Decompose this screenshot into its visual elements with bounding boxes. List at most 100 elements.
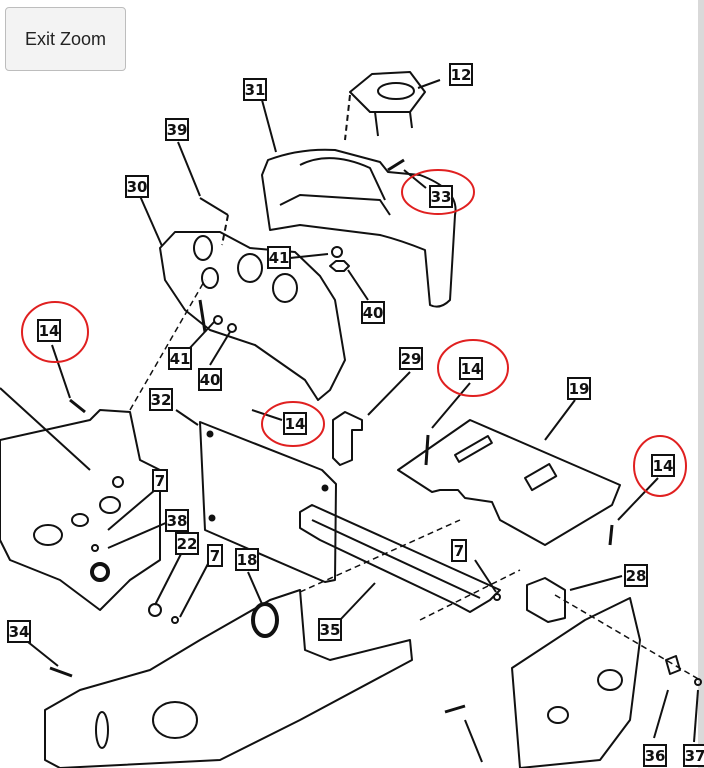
callout-number: 29	[401, 350, 422, 368]
red-highlight-circles	[21, 169, 687, 497]
leader-arrows	[0, 79, 699, 763]
callout-label: 34	[7, 620, 31, 643]
part-floor-plate	[397, 419, 621, 546]
callout-box	[318, 618, 342, 641]
highlight-circle	[633, 435, 687, 497]
callout-box	[207, 544, 223, 567]
callout-number: 28	[626, 567, 647, 585]
callout-label: 32	[149, 388, 173, 411]
part-knob-cap	[377, 82, 415, 100]
callout-box	[651, 454, 675, 477]
callout-number: 14	[653, 457, 674, 475]
page-edge	[698, 0, 704, 768]
callout-number: 37	[685, 747, 704, 765]
callout-number: 30	[127, 178, 148, 196]
callout-box	[567, 377, 591, 400]
part-instrument-panel	[159, 231, 346, 401]
callout-number: 18	[237, 551, 258, 569]
part-bracket	[332, 411, 363, 466]
part-base-frame	[44, 589, 413, 768]
callout-label: 14	[651, 454, 675, 477]
highlight-circle	[21, 301, 89, 363]
callout-label: 41	[168, 347, 192, 370]
callout-box	[235, 548, 259, 571]
callout-label: 29	[399, 347, 423, 370]
callout-box	[198, 368, 222, 391]
callout-label: 41	[267, 246, 291, 269]
callout-number: 31	[245, 81, 266, 99]
part-knob	[349, 71, 426, 113]
callout-label: 28	[624, 564, 648, 587]
callout-number: 34	[9, 623, 30, 641]
callout-label: 14	[459, 357, 483, 380]
highlight-circle	[261, 401, 325, 447]
callout-number: 40	[200, 371, 221, 389]
callout-label: 7	[152, 469, 168, 492]
callout-box	[267, 246, 291, 269]
callout-number: 39	[167, 121, 188, 139]
callout-number: 14	[285, 415, 306, 433]
callout-number: 7	[454, 542, 464, 560]
callout-box	[361, 301, 385, 324]
callout-box	[37, 319, 61, 342]
callout-number: 19	[569, 380, 590, 398]
callout-box	[429, 185, 453, 208]
callout-label: 38	[165, 509, 189, 532]
callout-box	[125, 175, 149, 198]
callout-label: 7	[451, 539, 467, 562]
callout-label: 14	[283, 412, 307, 435]
callout-label: 37	[683, 744, 704, 767]
callout-box	[149, 388, 173, 411]
part-channel	[299, 504, 501, 613]
callout-number: 12	[451, 66, 472, 84]
highlight-circle	[401, 169, 475, 215]
callout-label: 36	[643, 744, 667, 767]
callout-box	[283, 412, 307, 435]
callout-box	[459, 357, 483, 380]
callout-box	[175, 532, 199, 555]
callout-box	[7, 620, 31, 643]
callout-number: 35	[320, 621, 341, 639]
callout-box	[449, 63, 473, 86]
diagram-parts	[0, 71, 702, 768]
callout-number: 14	[461, 360, 482, 378]
callout-number: 22	[177, 535, 198, 553]
callout-label: 40	[198, 368, 222, 391]
callout-box	[243, 78, 267, 101]
callout-box	[165, 118, 189, 141]
callout-number: 36	[645, 747, 666, 765]
callout-number: 32	[151, 391, 172, 409]
callout-label: 33	[429, 185, 453, 208]
callout-number: 14	[39, 322, 60, 340]
part-plate	[199, 421, 337, 583]
callout-label: 39	[165, 118, 189, 141]
callout-label: 35	[318, 618, 342, 641]
callout-label: 22	[175, 532, 199, 555]
callout-number: 40	[363, 304, 384, 322]
callout-number: 38	[167, 512, 188, 530]
callout-box	[165, 509, 189, 532]
part-dash-cover	[261, 148, 457, 308]
exit-zoom-button[interactable]: Exit Zoom	[5, 7, 126, 71]
callout-label: 31	[243, 78, 267, 101]
callout-label: 30	[125, 175, 149, 198]
callout-box	[168, 347, 192, 370]
highlight-circle	[437, 339, 509, 397]
callout-label: 19	[567, 377, 591, 400]
callout-box	[643, 744, 667, 767]
callout-box	[152, 469, 168, 492]
callout-box	[624, 564, 648, 587]
part-left-housing	[0, 409, 161, 611]
callout-number: 7	[155, 472, 165, 490]
callout-number: 7	[210, 547, 220, 565]
callout-box	[683, 744, 704, 767]
callout-label: 14	[37, 319, 61, 342]
callout-label: 40	[361, 301, 385, 324]
callout-box	[399, 347, 423, 370]
callout-label: 7	[207, 544, 223, 567]
callout-number: 41	[269, 249, 290, 267]
callout-number: 33	[431, 188, 452, 206]
callout-number: 41	[170, 350, 191, 368]
callout-label: 18	[235, 548, 259, 571]
